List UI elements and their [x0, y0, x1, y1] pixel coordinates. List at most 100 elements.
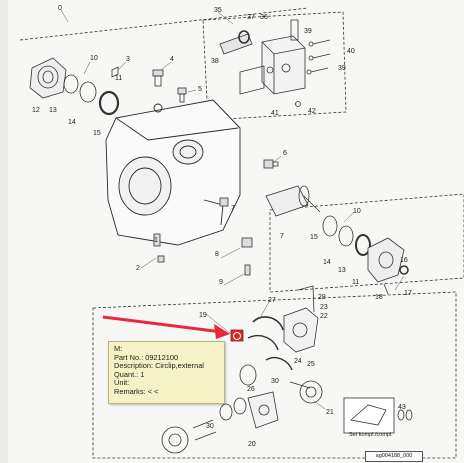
bearing-13b[interactable]: [355, 234, 371, 256]
screw-5[interactable]: [177, 87, 187, 103]
callout-11: 11: [115, 75, 122, 82]
washer-16[interactable]: [399, 265, 409, 275]
circlip-19-highlight[interactable]: [230, 329, 244, 342]
callout-23: 23: [320, 304, 328, 311]
callout-38: 38: [211, 58, 219, 65]
cover-flange-12[interactable]: [29, 57, 67, 99]
o-ring-13[interactable]: [63, 74, 79, 94]
bolt-37[interactable]: [290, 19, 299, 41]
callout-43: 43: [398, 404, 406, 411]
plug-7-upper[interactable]: [219, 197, 229, 207]
callout-21: 21: [326, 409, 334, 416]
seal-kit-label: Set kompl./compl.: [349, 432, 393, 438]
screw-9[interactable]: [244, 264, 251, 276]
gasket-41[interactable]: [239, 65, 265, 95]
callout-11b: 11: [352, 279, 359, 286]
callout-42: 42: [308, 108, 316, 115]
gear-housing-24[interactable]: [283, 307, 319, 353]
ring-14[interactable]: [79, 81, 97, 103]
callout-20: 20: [248, 441, 256, 448]
callout-12: 12: [32, 107, 40, 114]
callout-18: 18: [375, 294, 383, 301]
callout-14b: 14: [323, 259, 331, 266]
plug-42[interactable]: [295, 101, 301, 107]
ring-14b[interactable]: [338, 225, 354, 247]
gear-26[interactable]: [239, 364, 257, 386]
gear-group-frame: [92, 291, 457, 459]
ring-15b[interactable]: [322, 215, 338, 237]
callout-3: 3: [126, 56, 130, 63]
callout-27: 27: [268, 297, 276, 304]
callout-6: 6: [283, 150, 287, 157]
callout-22: 22: [320, 313, 328, 320]
bracket-28[interactable]: [297, 285, 315, 313]
shaft-11[interactable]: [265, 185, 321, 217]
screws-39[interactable]: [306, 39, 331, 75]
callout-30: 30: [271, 378, 279, 385]
part-info-tooltip: M: Part No.: 09212100 Description: Circl…: [108, 341, 225, 404]
callout-7: 7: [231, 205, 235, 212]
exploded-parts-drawing: 0 35 37 36 3 4 10 11 12 13 14 15 38 5 39…: [19, 5, 464, 459]
callout-4: 4: [170, 56, 174, 63]
callout-2: 2: [136, 265, 140, 272]
link-23[interactable]: [247, 334, 279, 351]
plug-3[interactable]: [111, 66, 119, 78]
callout-19: 19: [199, 312, 207, 319]
callout-26: 26: [247, 386, 255, 393]
callout-36: 36: [260, 14, 268, 21]
callout-15b: 15: [310, 234, 318, 241]
callout-25: 25: [307, 361, 315, 368]
tooltip-quantity: Quant.: 1: [114, 369, 145, 379]
circlip-27[interactable]: [252, 316, 284, 331]
callout-28: 28: [318, 294, 326, 301]
fitting-4[interactable]: [152, 69, 164, 87]
tooltip-part-number: Part No.: 09212100: [114, 352, 179, 362]
shaft-assembly-20[interactable]: [161, 391, 279, 454]
plug-6[interactable]: [263, 159, 279, 169]
bearing-15[interactable]: [98, 90, 120, 116]
callout-17: 17: [404, 290, 412, 297]
callout-39: 39: [304, 28, 312, 35]
parts-diagram-viewer: 0 35 37 36 3 4 10 11 12 13 14 15 38 5 39…: [8, 0, 464, 463]
callout-10: 10: [90, 55, 98, 62]
pin-18[interactable]: [383, 283, 389, 295]
tooltip-description: Description: Circlip,external: [114, 361, 204, 371]
callout-35: 35: [214, 7, 222, 14]
solenoid-38[interactable]: [219, 30, 253, 55]
clip-30[interactable]: [265, 356, 293, 371]
callout-0: 0: [58, 5, 62, 12]
callout-41: 41: [271, 110, 279, 117]
callout-8: 8: [215, 251, 219, 258]
pump-housing[interactable]: [105, 99, 241, 246]
callout-5: 5: [198, 86, 202, 93]
callout-16: 16: [400, 257, 408, 264]
callout-24: 24: [294, 358, 302, 365]
tooltip-unit: Unit:: [114, 378, 130, 388]
gear-21[interactable]: [299, 380, 323, 404]
fitting-8[interactable]: [241, 237, 253, 248]
callout-37: 37: [247, 14, 255, 21]
callout-30b: 30: [206, 423, 214, 430]
callout-14: 14: [68, 119, 76, 126]
pin-1[interactable]: [153, 233, 161, 247]
seal-kit-43[interactable]: [343, 397, 413, 434]
callout-15: 15: [93, 130, 101, 137]
tooltip-material: M:: [114, 344, 123, 353]
callout-39b: 39: [338, 65, 346, 72]
spring-25[interactable]: [289, 381, 311, 389]
screw-2[interactable]: [157, 255, 165, 263]
tooltip-remarks: Remarks: < <: [114, 386, 159, 396]
callout-10b: 10: [353, 208, 361, 215]
callout-7b: 7: [280, 233, 284, 240]
callout-1: 1: [154, 237, 158, 244]
valve-group-frame: [202, 11, 347, 121]
cover-11b[interactable]: [367, 237, 405, 283]
drive-group-frame: [269, 193, 464, 293]
callout-9: 9: [219, 279, 223, 286]
drawing-code: ag004188_000: [365, 451, 423, 462]
callout-40: 40: [347, 48, 355, 55]
callout-13: 13: [49, 107, 57, 114]
red-arrow-annotation: [102, 315, 230, 339]
valve-block-36[interactable]: [261, 35, 306, 95]
